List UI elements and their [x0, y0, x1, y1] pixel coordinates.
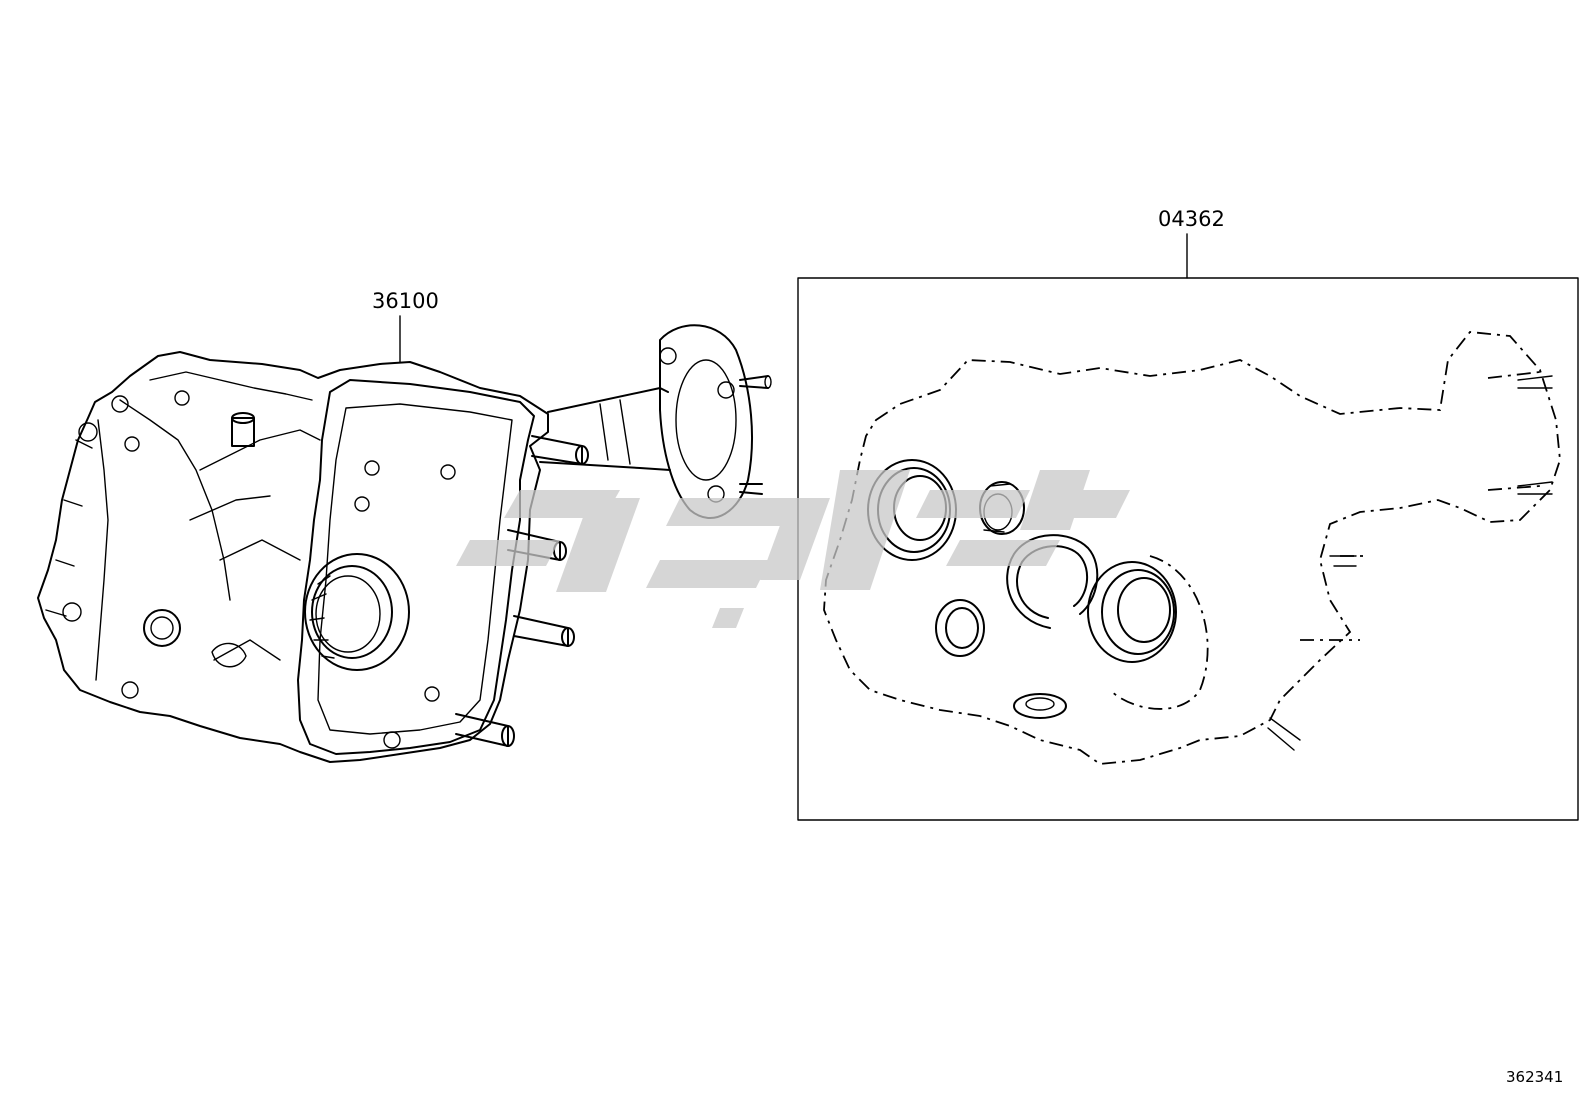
- part-number-label-36100[interactable]: 36100: [372, 289, 439, 313]
- o-ring-small: [935, 599, 985, 657]
- oil-seal-medium: [1087, 561, 1177, 663]
- kit-frame: [797, 277, 1579, 821]
- part-number-label-04362[interactable]: 04362: [1158, 207, 1225, 231]
- transfer-gasket-kit[interactable]: [797, 277, 1579, 821]
- figure-number: 362341: [1506, 1068, 1564, 1086]
- washer-gasket: [1013, 693, 1067, 719]
- logo-watermark: [456, 470, 1130, 628]
- transfer-assembly[interactable]: [37, 324, 772, 763]
